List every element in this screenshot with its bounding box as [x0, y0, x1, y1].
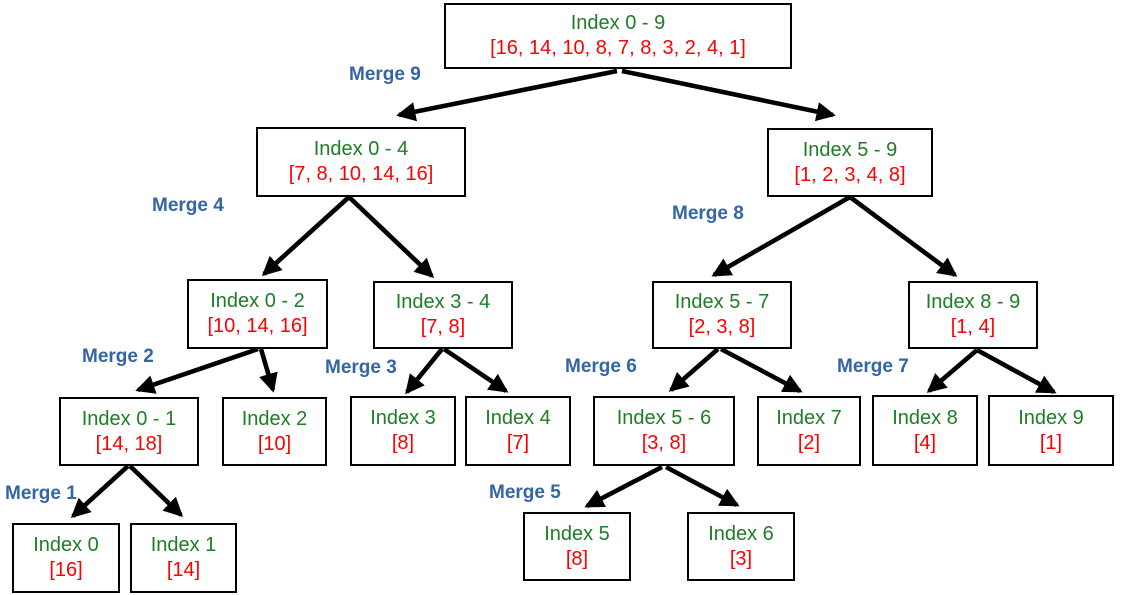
node-index-5: Index 5 [8]: [523, 512, 631, 581]
node-range-label: Index 1: [150, 534, 217, 556]
edge-arrow: [975, 347, 1057, 395]
node-array-value: [8]: [565, 547, 589, 570]
edge-arrow: [621, 68, 836, 122]
edge-arrow: [258, 348, 278, 393]
node-index-5-6: Index 5 - 6 [3, 8]: [593, 396, 735, 466]
node-index-0-1: Index 0 - 1 [14, 18]: [59, 397, 199, 466]
node-range-label: Index 0 - 1: [81, 407, 177, 430]
node-array-value: [10]: [257, 432, 292, 455]
node-array-value: [16]: [49, 559, 83, 581]
edge-arrow: [396, 68, 618, 122]
node-array-value: [2, 3, 8]: [688, 316, 756, 338]
merge-label-1: Merge 1: [5, 483, 77, 504]
node-range-label: Index 4: [485, 407, 551, 429]
node-index-5-7: Index 5 - 7 [2, 3, 8]: [652, 281, 792, 349]
node-index-8-9: Index 8 - 9 [1, 4]: [908, 281, 1038, 349]
node-range-label: Index 9: [1018, 406, 1084, 429]
node-index-0-9: Index 0 - 9 [16, 14, 10, 8, 7, 8, 3, 2, …: [444, 3, 792, 69]
merge-label-3: Merge 3: [325, 357, 397, 378]
node-range-label: Index 0 - 2: [210, 290, 305, 312]
edge-arrow: [668, 347, 720, 392]
node-array-value: [10, 14, 16]: [207, 315, 308, 337]
edge-arrow: [926, 348, 979, 393]
node-index-5-9: Index 5 - 9 [1, 2, 3, 4, 8]: [767, 128, 933, 197]
node-array-value: [3, 8]: [641, 432, 687, 454]
node-index-8: Index 8 [4]: [872, 395, 978, 466]
node-array-value: [1, 4]: [950, 316, 996, 338]
edge-arrow: [347, 195, 435, 278]
node-index-3-4: Index 3 - 4 [7, 8]: [373, 281, 513, 349]
merge-label-9: Merge 9: [349, 64, 421, 85]
node-index-1: Index 1 [14]: [130, 523, 237, 593]
merge-label-4: Merge 4: [152, 195, 224, 216]
node-array-value: [14, 18]: [95, 432, 163, 455]
node-array-value: [7, 8]: [420, 316, 466, 338]
node-index-0: Index 0 [16]: [12, 523, 120, 593]
node-range-label: Index 3 - 4: [395, 291, 491, 313]
node-range-label: Index 0 - 4: [313, 138, 409, 160]
edge-arrow: [128, 464, 184, 518]
node-array-value: [8]: [391, 432, 415, 454]
edge-arrow: [405, 347, 444, 395]
node-array-value: [3]: [729, 547, 753, 570]
node-array-value: [7, 8, 10, 14, 16]: [288, 163, 434, 185]
node-array-value: [16, 14, 10, 8, 7, 8, 3, 2, 4, 1]: [490, 37, 746, 59]
edge-arrow: [664, 464, 740, 508]
node-range-label: Index 2: [241, 407, 308, 430]
node-range-label: Index 0 - 9: [570, 12, 666, 34]
node-array-value: [2]: [797, 432, 821, 454]
merge-label-6: Merge 6: [565, 356, 637, 377]
node-range-label: Index 0: [33, 534, 99, 556]
node-range-label: Index 5: [544, 522, 610, 545]
node-index-3: Index 3 [8]: [350, 396, 456, 466]
edge-arrow: [135, 346, 259, 394]
node-array-value: [14]: [166, 559, 201, 581]
node-array-value: [4]: [913, 431, 937, 454]
node-array-value: [7]: [506, 432, 530, 454]
node-range-label: Index 3: [370, 407, 436, 429]
merge-label-8: Merge 8: [672, 203, 744, 224]
node-index-2: Index 2 [10]: [222, 397, 327, 466]
node-range-label: Index 8: [892, 406, 958, 429]
node-array-value: [1, 2, 3, 4, 8]: [794, 163, 906, 186]
edge-arrow: [848, 195, 958, 277]
node-index-4: Index 4 [7]: [465, 396, 571, 466]
node-index-7: Index 7 [2]: [757, 396, 861, 466]
node-range-label: Index 5 - 9: [802, 138, 898, 161]
node-range-label: Index 8 - 9: [925, 291, 1021, 313]
node-range-label: Index 6: [708, 522, 774, 545]
node-array-value: [1]: [1039, 431, 1063, 454]
merge-label-2: Merge 2: [82, 346, 154, 367]
edge-arrow: [442, 347, 509, 393]
edge-arrow: [261, 195, 351, 276]
edge-arrow: [584, 464, 664, 509]
node-index-0-4: Index 0 - 4 [7, 8, 10, 14, 16]: [256, 127, 466, 197]
edge-arrow: [719, 346, 803, 394]
node-range-label: Index 7: [776, 407, 842, 429]
node-range-label: Index 5 - 7: [674, 291, 770, 313]
merge-label-5: Merge 5: [489, 482, 561, 503]
node-index-9: Index 9 [1]: [988, 395, 1114, 466]
node-range-label: Index 5 - 6: [616, 407, 712, 429]
merge-label-7: Merge 7: [837, 356, 909, 377]
node-index-0-2: Index 0 - 2 [10, 14, 16]: [187, 279, 328, 349]
node-index-6: Index 6 [3]: [687, 512, 795, 581]
edge-arrow: [70, 464, 130, 518]
